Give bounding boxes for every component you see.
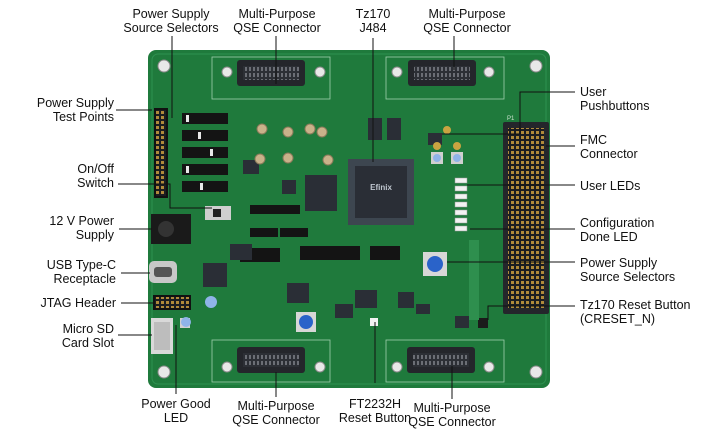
callout-line: 12 V Power [49, 214, 114, 228]
callout-line: (CRESET_N) [580, 312, 656, 326]
callout-on-off-switch: On/Off Switch [12, 162, 114, 190]
qse-connector-top-left [237, 60, 305, 86]
callout-qse-connector-top-right: Multi-Purpose QSE Connector [414, 7, 520, 35]
callout-line: Receptacle [53, 272, 116, 286]
callout-line: Tz170 [355, 7, 391, 21]
reset-switches [180, 296, 488, 328]
callout-line: Micro SD [62, 322, 114, 336]
leader-lines [116, 36, 575, 399]
callout-line: J484 [359, 21, 387, 35]
blue-trim-pots [296, 252, 447, 332]
callout-line: USB Type-C [46, 258, 116, 272]
callout-tz170-reset-button: Tz170 Reset Button (CRESET_N) [580, 298, 714, 326]
fpga-tz170: Efinix [348, 159, 414, 225]
qse-connector-bottom-right [407, 347, 475, 373]
callout-configuration-done-led: Configuration Done LED [580, 216, 710, 244]
fpga-logo-text: Efinix [370, 183, 392, 192]
inductors [254, 123, 334, 166]
user-led-column [454, 177, 468, 232]
callout-micro-sd: Micro SD Card Slot [12, 322, 114, 350]
callout-power-source-selectors-right: Power Supply Source Selectors [580, 256, 710, 284]
misc-chips [203, 118, 469, 328]
fmc-connector [503, 122, 549, 314]
callout-line: Done LED [580, 230, 638, 244]
jtag-pins [153, 295, 191, 310]
callout-line: Card Slot [61, 336, 114, 350]
callout-line: Connector [580, 147, 638, 161]
callout-power-test-points: Power Supply Test Points [12, 96, 114, 124]
callout-line: JTAG Header [40, 296, 117, 310]
callout-line: Multi-Purpose [238, 7, 316, 21]
callout-usb-c-receptacle: USB Type-C Receptacle [12, 258, 116, 286]
barrel-jack [151, 214, 191, 244]
callout-line: Multi-Purpose [428, 7, 506, 21]
micro-sd-slot [151, 318, 173, 354]
callout-ft2232h-reset: FT2232H Reset Button [327, 397, 423, 425]
qse-connector-top-right [408, 60, 476, 86]
callout-line: QSE Connector [233, 21, 321, 35]
callout-line: Reset Button [338, 411, 412, 425]
callout-line: Configuration [580, 216, 655, 230]
callout-12v-power-supply: 12 V Power Supply [12, 214, 114, 242]
callout-jtag-header: JTAG Header [12, 296, 117, 310]
callout-line: Source Selectors [123, 21, 219, 35]
callout-line: QSE Connector [408, 415, 496, 429]
on-off-switch [205, 206, 231, 220]
callout-line: LED [163, 411, 189, 425]
callout-line: Tz170 Reset Button [580, 298, 691, 312]
callout-line: Power Supply [132, 7, 210, 21]
callout-qse-connector-bottom-left: Multi-Purpose QSE Connector [222, 399, 330, 427]
callout-line: Test Points [52, 110, 114, 124]
callout-line: User [580, 85, 607, 99]
callout-line: QSE Connector [423, 21, 511, 35]
user-pushbutton-pair [431, 126, 463, 164]
callout-user-pushbuttons: User Pushbuttons [580, 85, 710, 113]
callout-line: Power Good [141, 397, 211, 411]
usb-c-port [149, 261, 177, 283]
callout-line: Multi-Purpose [237, 399, 315, 413]
callout-tz170-j484: Tz170 J484 [346, 7, 400, 35]
callout-line: Pushbuttons [580, 99, 650, 113]
fmc-silk-label: P1 [507, 116, 515, 122]
callout-line: Source Selectors [580, 270, 676, 284]
callout-line: Power Supply [580, 256, 658, 270]
callout-user-leds: User LEDs [580, 179, 710, 193]
callout-line: QSE Connector [232, 413, 320, 427]
callout-line: Power Supply [36, 96, 114, 110]
callout-line: Supply [75, 228, 114, 242]
callout-power-source-selectors-top: Power Supply Source Selectors [116, 7, 226, 35]
callout-line: User LEDs [580, 179, 641, 193]
callout-line: Multi-Purpose [413, 401, 491, 415]
callout-qse-connector-bottom-right: Multi-Purpose QSE Connector [398, 401, 506, 429]
callout-qse-connector-top-left: Multi-Purpose QSE Connector [224, 7, 330, 35]
callout-power-good-led: Power Good LED [128, 397, 224, 425]
callout-line: FMC [580, 133, 608, 147]
callout-line: On/Off [77, 162, 114, 176]
callout-line: FT2232H [348, 397, 402, 411]
qse-connector-bottom-left [237, 347, 305, 373]
callout-line: Switch [77, 176, 114, 190]
callout-fmc-connector: FMC Connector [580, 133, 710, 161]
test-point-header [154, 108, 168, 198]
mounting-holes [157, 59, 543, 379]
